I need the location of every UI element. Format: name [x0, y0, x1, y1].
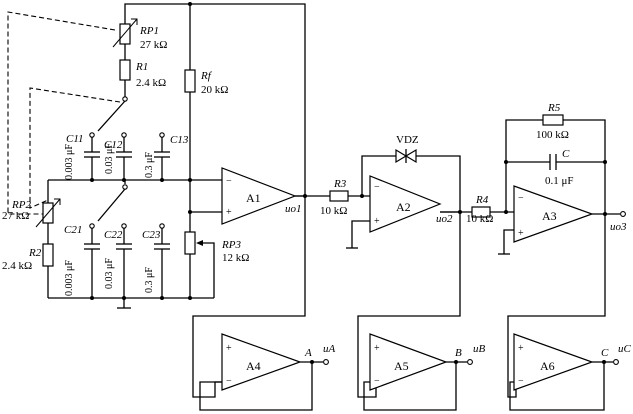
rf-value: 20 kΩ [201, 84, 228, 96]
node-c-label: C [601, 347, 609, 359]
svg-text:−: − [226, 176, 232, 187]
r2-name: R2 [28, 247, 42, 259]
gang-coupling-dashed [7, 11, 121, 215]
node-a-label: A [304, 347, 312, 359]
a2-label: A2 [396, 200, 411, 214]
a3-label: A3 [542, 209, 557, 223]
r5-name: R5 [547, 102, 561, 114]
uo1-label: uo1 [285, 203, 302, 215]
uo3-label: uo3 [610, 221, 627, 233]
c-value: 0.1 μF [545, 175, 574, 187]
rp3-value: 12 kΩ [222, 252, 249, 264]
switch-2 [97, 180, 128, 222]
svg-text:+: + [374, 343, 380, 354]
svg-text:−: − [374, 376, 380, 387]
a1-label: A1 [246, 191, 261, 205]
node-b-label: B [455, 347, 462, 359]
rp1-name: RP1 [139, 25, 159, 37]
a3-feedback-network [504, 114, 607, 214]
r3-name: R3 [333, 178, 347, 190]
r4-name: R4 [475, 194, 489, 206]
capacitor-bank-2 [48, 223, 214, 309]
c22-name: C22 [104, 229, 123, 241]
r4-value: 10 kΩ [466, 213, 493, 225]
rp2-name: RP2 [11, 199, 31, 211]
rf-name: Rf [200, 70, 213, 82]
switch-1 [97, 100, 126, 132]
svg-text:+: + [226, 343, 232, 354]
r2-value: 2.4 kΩ [2, 260, 32, 272]
op-amp-a4: + − A4 [199, 333, 329, 411]
rp3-potentiometer [184, 211, 222, 298]
uc-label: uC [618, 343, 632, 355]
op-amp-a5: + − A5 [363, 333, 473, 411]
c12-name: C12 [104, 139, 123, 151]
r1-name: R1 [135, 61, 148, 73]
rp2-value: 27 kΩ [2, 210, 29, 222]
svg-text:−: − [518, 193, 524, 204]
svg-text:+: + [226, 207, 232, 218]
r1-resistor [119, 59, 131, 102]
c12-value: 0.03 μF [104, 143, 115, 174]
a1-inverting-input-wire [48, 178, 222, 182]
r4-resistor [471, 206, 514, 218]
rf-resistor [184, 2, 196, 214]
c21-value: 0.003 μF [64, 260, 75, 296]
c11-name: C11 [66, 133, 84, 145]
r3-value: 10 kΩ [320, 205, 347, 217]
r1-value: 2.4 kΩ [136, 77, 166, 89]
r2-resistor [42, 243, 54, 298]
capacitor-bank-1 [84, 132, 170, 182]
a6-label: A6 [540, 359, 555, 373]
c13-value: 0.3 μF [144, 152, 155, 178]
op-amp-a1: − + A1 [221, 167, 297, 225]
rp2-potentiometer [35, 180, 61, 244]
c11-value: 0.003 μF [64, 144, 75, 180]
c23-value: 0.3 μF [144, 267, 155, 293]
op-amp-a3: − + A3 [498, 185, 594, 255]
c22-value: 0.03 μF [104, 258, 115, 289]
svg-text:−: − [518, 376, 524, 387]
op-amp-a6: + − A6 [509, 333, 619, 411]
op-amp-a2: − + A2 [346, 175, 442, 249]
rp1-potentiometer [112, 18, 138, 60]
uo2-label: uo2 [436, 213, 453, 225]
a4-label: A4 [246, 359, 261, 373]
svg-text:+: + [518, 343, 524, 354]
rp3-name: RP3 [221, 239, 241, 251]
c13-name: C13 [170, 134, 189, 146]
svg-text:+: + [518, 228, 524, 239]
ua-label: uA [323, 343, 336, 355]
svg-text:−: − [374, 182, 380, 193]
rp1-value: 27 kΩ [140, 39, 167, 51]
r3-resistor [329, 190, 370, 202]
c-name: C [562, 148, 570, 160]
ub-label: uB [473, 343, 486, 355]
vdz-label: VDZ [396, 134, 419, 146]
a5-label: A5 [394, 359, 409, 373]
svg-text:+: + [374, 216, 380, 227]
c21-name: C21 [64, 224, 82, 236]
zener-vdz [361, 148, 461, 213]
c23-name: C23 [142, 229, 161, 241]
r5-value: 100 kΩ [536, 129, 569, 141]
svg-text:−: − [226, 376, 232, 387]
